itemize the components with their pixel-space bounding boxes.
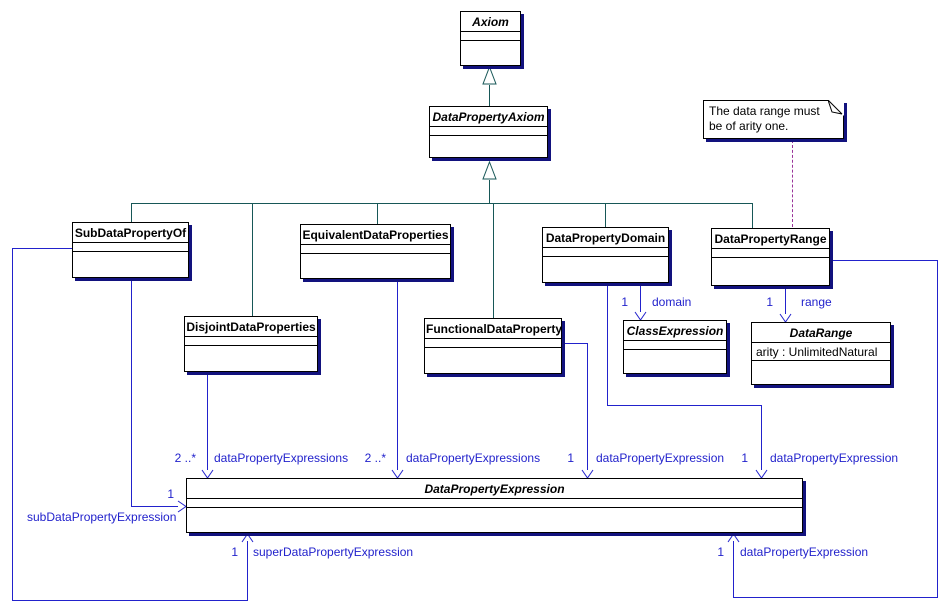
class-attribute: arity : UnlimitedNatural <box>752 343 890 361</box>
note-text-line1: The data range must <box>709 104 820 118</box>
class-title: DataPropertyRange <box>712 229 829 249</box>
class-box-data-property-range[interactable]: DataPropertyRange <box>711 228 830 286</box>
role-label: dataPropertyExpressions <box>214 451 349 465</box>
class-title: SubDataPropertyOf <box>73 223 188 243</box>
class-title: DisjointDataProperties <box>185 317 317 337</box>
multiplicity-label: 1 <box>231 545 238 559</box>
class-box-data-property-expression[interactable]: DataPropertyExpression <box>186 478 803 533</box>
class-title: DataPropertyExpression <box>187 479 802 499</box>
association-line <box>247 541 248 600</box>
operation-compartment <box>752 361 890 384</box>
association-line <box>131 278 132 507</box>
multiplicity-label: 1 <box>766 295 773 309</box>
association-line <box>12 600 248 601</box>
class-box-class-expression[interactable]: ClassExpression <box>623 320 727 374</box>
generalization-line <box>377 203 378 224</box>
attribute-compartment <box>301 245 450 254</box>
generalization-line <box>252 203 253 316</box>
operation-compartment <box>187 508 802 532</box>
multiplicity-label: 1 <box>741 451 748 465</box>
class-title: FunctionalDataProperty <box>425 319 562 339</box>
class-box-sub-data-property-of[interactable]: SubDataPropertyOf <box>72 222 189 278</box>
attribute-compartment <box>187 499 802 508</box>
class-box-data-property-axiom[interactable]: DataPropertyAxiom <box>429 106 548 158</box>
multiplicity-label: 1 <box>717 545 724 559</box>
class-box-functional-data-property[interactable]: FunctionalDataProperty <box>424 318 562 374</box>
generalization-line <box>489 180 490 203</box>
multiplicity-label: 1 <box>621 295 628 309</box>
note[interactable]: The data range must be of arity one. <box>703 100 844 139</box>
class-box-data-property-domain[interactable]: DataPropertyDomain <box>542 227 669 283</box>
note-text-line2: be of arity one. <box>709 119 789 133</box>
association-line <box>12 248 13 600</box>
attribute-compartment <box>430 127 547 136</box>
association-line <box>830 260 938 261</box>
attribute-compartment <box>624 341 726 350</box>
generalization-line <box>605 203 606 227</box>
attribute-compartment <box>425 339 561 348</box>
generalization-line <box>493 203 494 318</box>
operation-compartment <box>73 252 188 277</box>
operation-compartment <box>461 41 520 65</box>
role-label: dataPropertyExpression <box>596 451 725 465</box>
association-line <box>587 343 588 470</box>
association-line <box>207 372 208 470</box>
role-label: dataPropertyExpressions <box>406 451 541 465</box>
class-title: EquivalentDataProperties <box>301 225 450 245</box>
class-title: Axiom <box>461 12 520 32</box>
association-line <box>761 405 762 470</box>
association-line <box>131 506 178 507</box>
operation-compartment <box>425 348 561 373</box>
role-label: subDataPropertyExpression <box>27 510 177 524</box>
attribute-compartment <box>185 337 317 346</box>
attribute-compartment <box>73 243 188 252</box>
association-line <box>12 248 72 249</box>
generalization-arrowhead-icon <box>482 161 497 180</box>
class-title: DataPropertyDomain <box>543 228 668 248</box>
attribute-compartment <box>712 249 829 258</box>
association-line <box>607 283 608 405</box>
role-label: domain <box>652 295 692 309</box>
role-label: dataPropertyExpression <box>740 545 869 559</box>
operation-compartment <box>624 350 726 373</box>
association-line <box>733 597 938 598</box>
association-line <box>607 405 762 406</box>
note-anchor-line <box>792 140 793 227</box>
multiplicity-label: 2 ..* <box>174 451 196 465</box>
generalization-line <box>131 203 132 222</box>
generalization-line <box>752 203 753 228</box>
multiplicity-label: 2 ..* <box>364 451 386 465</box>
association-line <box>640 283 641 312</box>
note-fold-icon <box>828 100 844 116</box>
role-label: dataPropertyExpression <box>770 451 899 465</box>
multiplicity-label: 1 <box>167 487 174 501</box>
class-box-disjoint-data-properties[interactable]: DisjointDataProperties <box>184 316 318 372</box>
attribute-compartment <box>461 32 520 41</box>
class-title: DataPropertyAxiom <box>430 107 547 127</box>
association-line <box>785 287 786 314</box>
association-arrowhead-icon <box>241 533 254 543</box>
association-arrowhead-icon <box>727 533 740 543</box>
class-title: ClassExpression <box>624 321 726 341</box>
role-label: range <box>801 295 832 309</box>
attribute-compartment <box>543 248 668 257</box>
class-title: DataRange <box>752 323 890 343</box>
association-line <box>397 279 398 470</box>
class-box-equivalent-data-properties[interactable]: EquivalentDataProperties <box>300 224 451 279</box>
operation-compartment <box>301 254 450 278</box>
association-line <box>733 541 734 597</box>
role-label: superDataPropertyExpression <box>253 545 414 559</box>
generalization-arrowhead-icon <box>482 66 497 85</box>
association-line <box>937 260 938 597</box>
multiplicity-label: 1 <box>567 451 574 465</box>
class-box-axiom[interactable]: Axiom <box>460 11 521 66</box>
operation-compartment <box>712 258 829 285</box>
generalization-line <box>489 85 490 106</box>
operation-compartment <box>543 257 668 282</box>
class-box-data-range[interactable]: DataRange arity : UnlimitedNatural <box>751 322 891 385</box>
operation-compartment <box>185 346 317 371</box>
association-line <box>562 343 588 344</box>
operation-compartment <box>430 136 547 157</box>
generalization-bus-line <box>131 203 752 204</box>
